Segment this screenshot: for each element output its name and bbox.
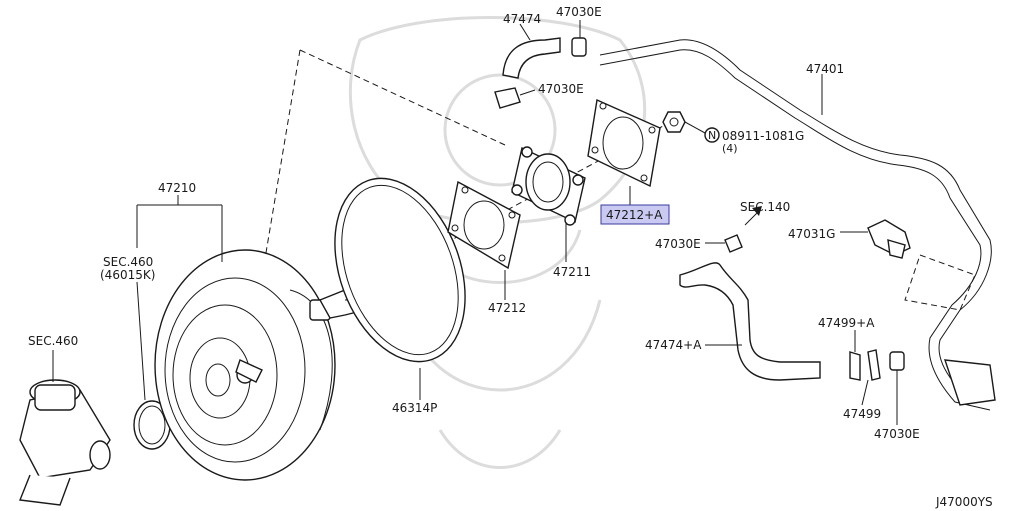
label-47474: 47474: [503, 12, 541, 26]
clamp-47499: [861, 349, 881, 406]
clamp-47499-a: [849, 330, 861, 381]
clamp-47030e-top: [571, 20, 587, 57]
label-sec460-b: SEC.460: [28, 334, 78, 348]
leader-lines: [136, 186, 631, 401]
label-n-symbol: N: [708, 129, 716, 142]
vacuum-pipe-47401: [599, 39, 996, 411]
label-08911-qty: (4): [722, 142, 738, 155]
gasket-47212: [447, 180, 521, 270]
highlight-box: [600, 204, 670, 225]
label-47030e-mid: 47030E: [538, 82, 584, 96]
brake-booster: [154, 249, 370, 481]
master-cylinder: [19, 350, 111, 506]
gasket-47212-a: [587, 98, 661, 188]
label-sec460-a-sub: (46015K): [100, 268, 155, 282]
hose-47474-a: [679, 262, 821, 381]
clamp-47030e-bottom: [889, 351, 905, 425]
label-08911: 08911-1081G: [722, 129, 804, 143]
label-47401: 47401: [806, 62, 844, 76]
label-47499-a: 47499+A: [818, 316, 875, 330]
gasket-large: [334, 177, 466, 363]
clamp-47030e-right: [705, 234, 743, 253]
sec140-arrow: [744, 206, 762, 226]
label-47030e-top: 47030E: [556, 5, 602, 19]
label-47030e-right: 47030E: [655, 237, 701, 251]
clamp-47030e-mid: [494, 87, 536, 109]
adapter-47211: [511, 146, 586, 226]
valve-47031g: [840, 219, 911, 259]
label-47210: 47210: [158, 181, 196, 195]
label-47031g: 47031G: [788, 227, 835, 241]
label-sec140: SEC.140: [740, 200, 790, 214]
label-47030e-bottom: 47030E: [874, 427, 920, 441]
hose-47474: [502, 23, 561, 79]
nut-08911: [662, 111, 720, 143]
label-47211: 47211: [553, 265, 591, 279]
label-sec460-a: SEC.460: [103, 255, 153, 269]
highlight-47212-a: 47212+A: [600, 204, 670, 225]
label-47499: 47499: [843, 407, 881, 421]
label-47474-a: 47474+A: [645, 338, 702, 352]
diagram-code: J47000YS: [935, 495, 993, 509]
n-symbol-circle: [704, 127, 720, 143]
label-47212: 47212: [488, 301, 526, 315]
label-46314p: 46314P: [392, 401, 437, 415]
label-47212-a: 47212+A: [606, 208, 663, 222]
